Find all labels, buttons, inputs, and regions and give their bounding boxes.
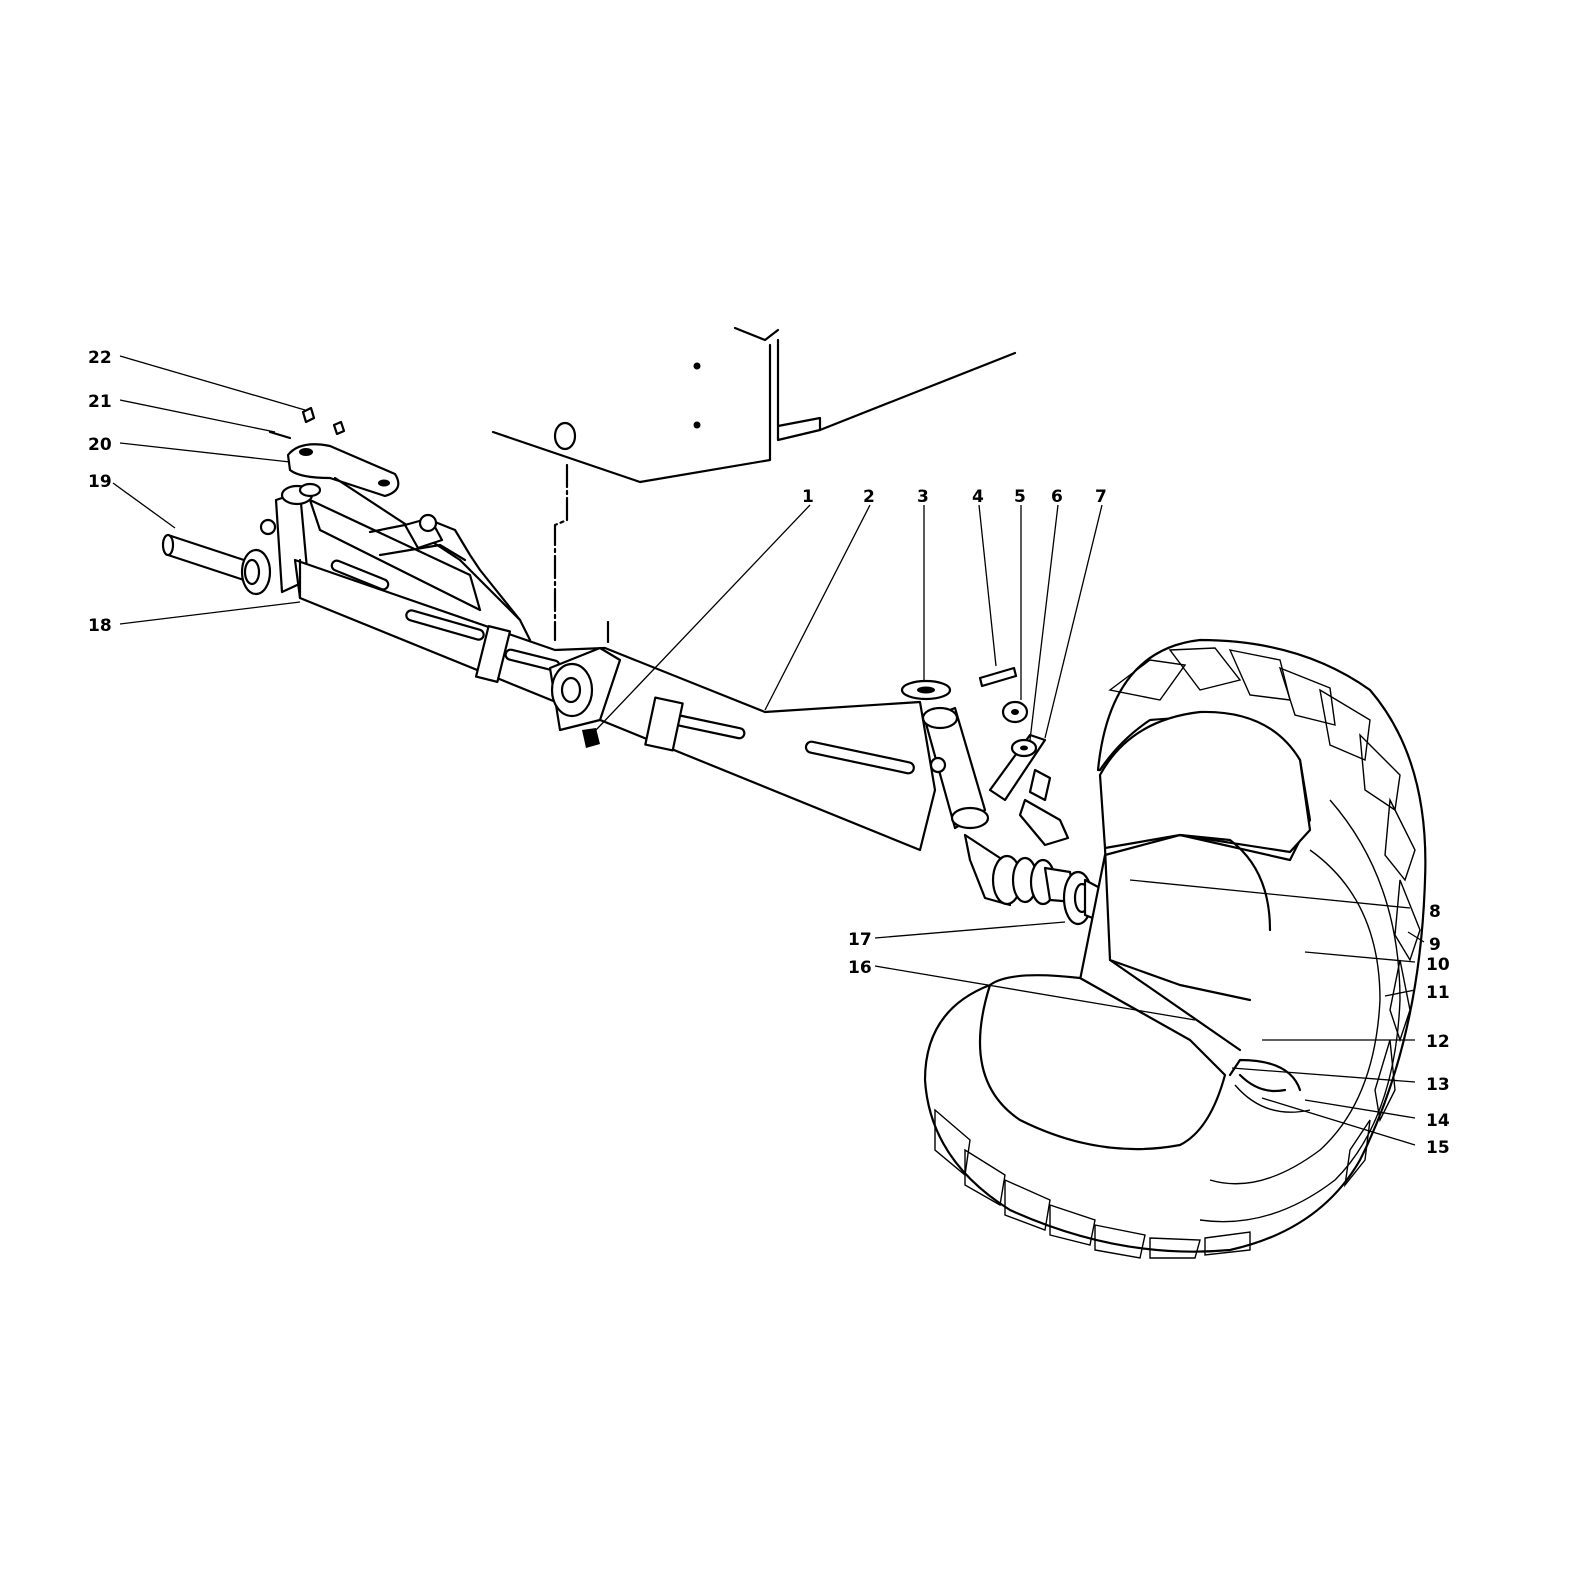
tire-tread-upper bbox=[1108, 647, 1421, 1188]
callout-1: 1 bbox=[802, 487, 814, 507]
callout-11: 11 bbox=[1426, 983, 1450, 1003]
callout-4: 4 bbox=[972, 487, 984, 507]
callout-3: 3 bbox=[917, 487, 929, 507]
callout-21: 21 bbox=[88, 392, 112, 412]
callout-9: 9 bbox=[1429, 935, 1441, 955]
callout-22: 22 bbox=[88, 348, 112, 368]
callout-16: 16 bbox=[848, 958, 872, 978]
callout-6: 6 bbox=[1051, 487, 1063, 507]
right-kingpin-assembly bbox=[900, 666, 1070, 847]
chassis-frame-outline bbox=[491, 326, 1017, 644]
callout-2: 2 bbox=[863, 487, 875, 507]
callout-15: 15 bbox=[1426, 1138, 1450, 1158]
callout-13: 13 bbox=[1426, 1075, 1450, 1095]
callout-14: 14 bbox=[1426, 1111, 1450, 1131]
callout-7: 7 bbox=[1095, 487, 1107, 507]
axle-beam bbox=[293, 476, 937, 852]
callout-20: 20 bbox=[88, 435, 112, 455]
callout-18: 18 bbox=[88, 616, 112, 636]
callout-leader-lines bbox=[112, 355, 1425, 1146]
callout-labels: 1 2 3 4 5 6 7 8 9 10 11 12 13 14 15 16 1… bbox=[88, 348, 1450, 1158]
callout-10: 10 bbox=[1426, 955, 1450, 975]
callout-17: 17 bbox=[848, 930, 872, 950]
left-spindle-assembly bbox=[161, 406, 400, 596]
callout-19: 19 bbox=[88, 472, 112, 492]
callout-12: 12 bbox=[1426, 1032, 1450, 1052]
callout-5: 5 bbox=[1014, 487, 1026, 507]
wheel-and-tire bbox=[923, 638, 1427, 1259]
tire-tread-lower bbox=[934, 1108, 1251, 1259]
callout-8: 8 bbox=[1429, 902, 1441, 922]
